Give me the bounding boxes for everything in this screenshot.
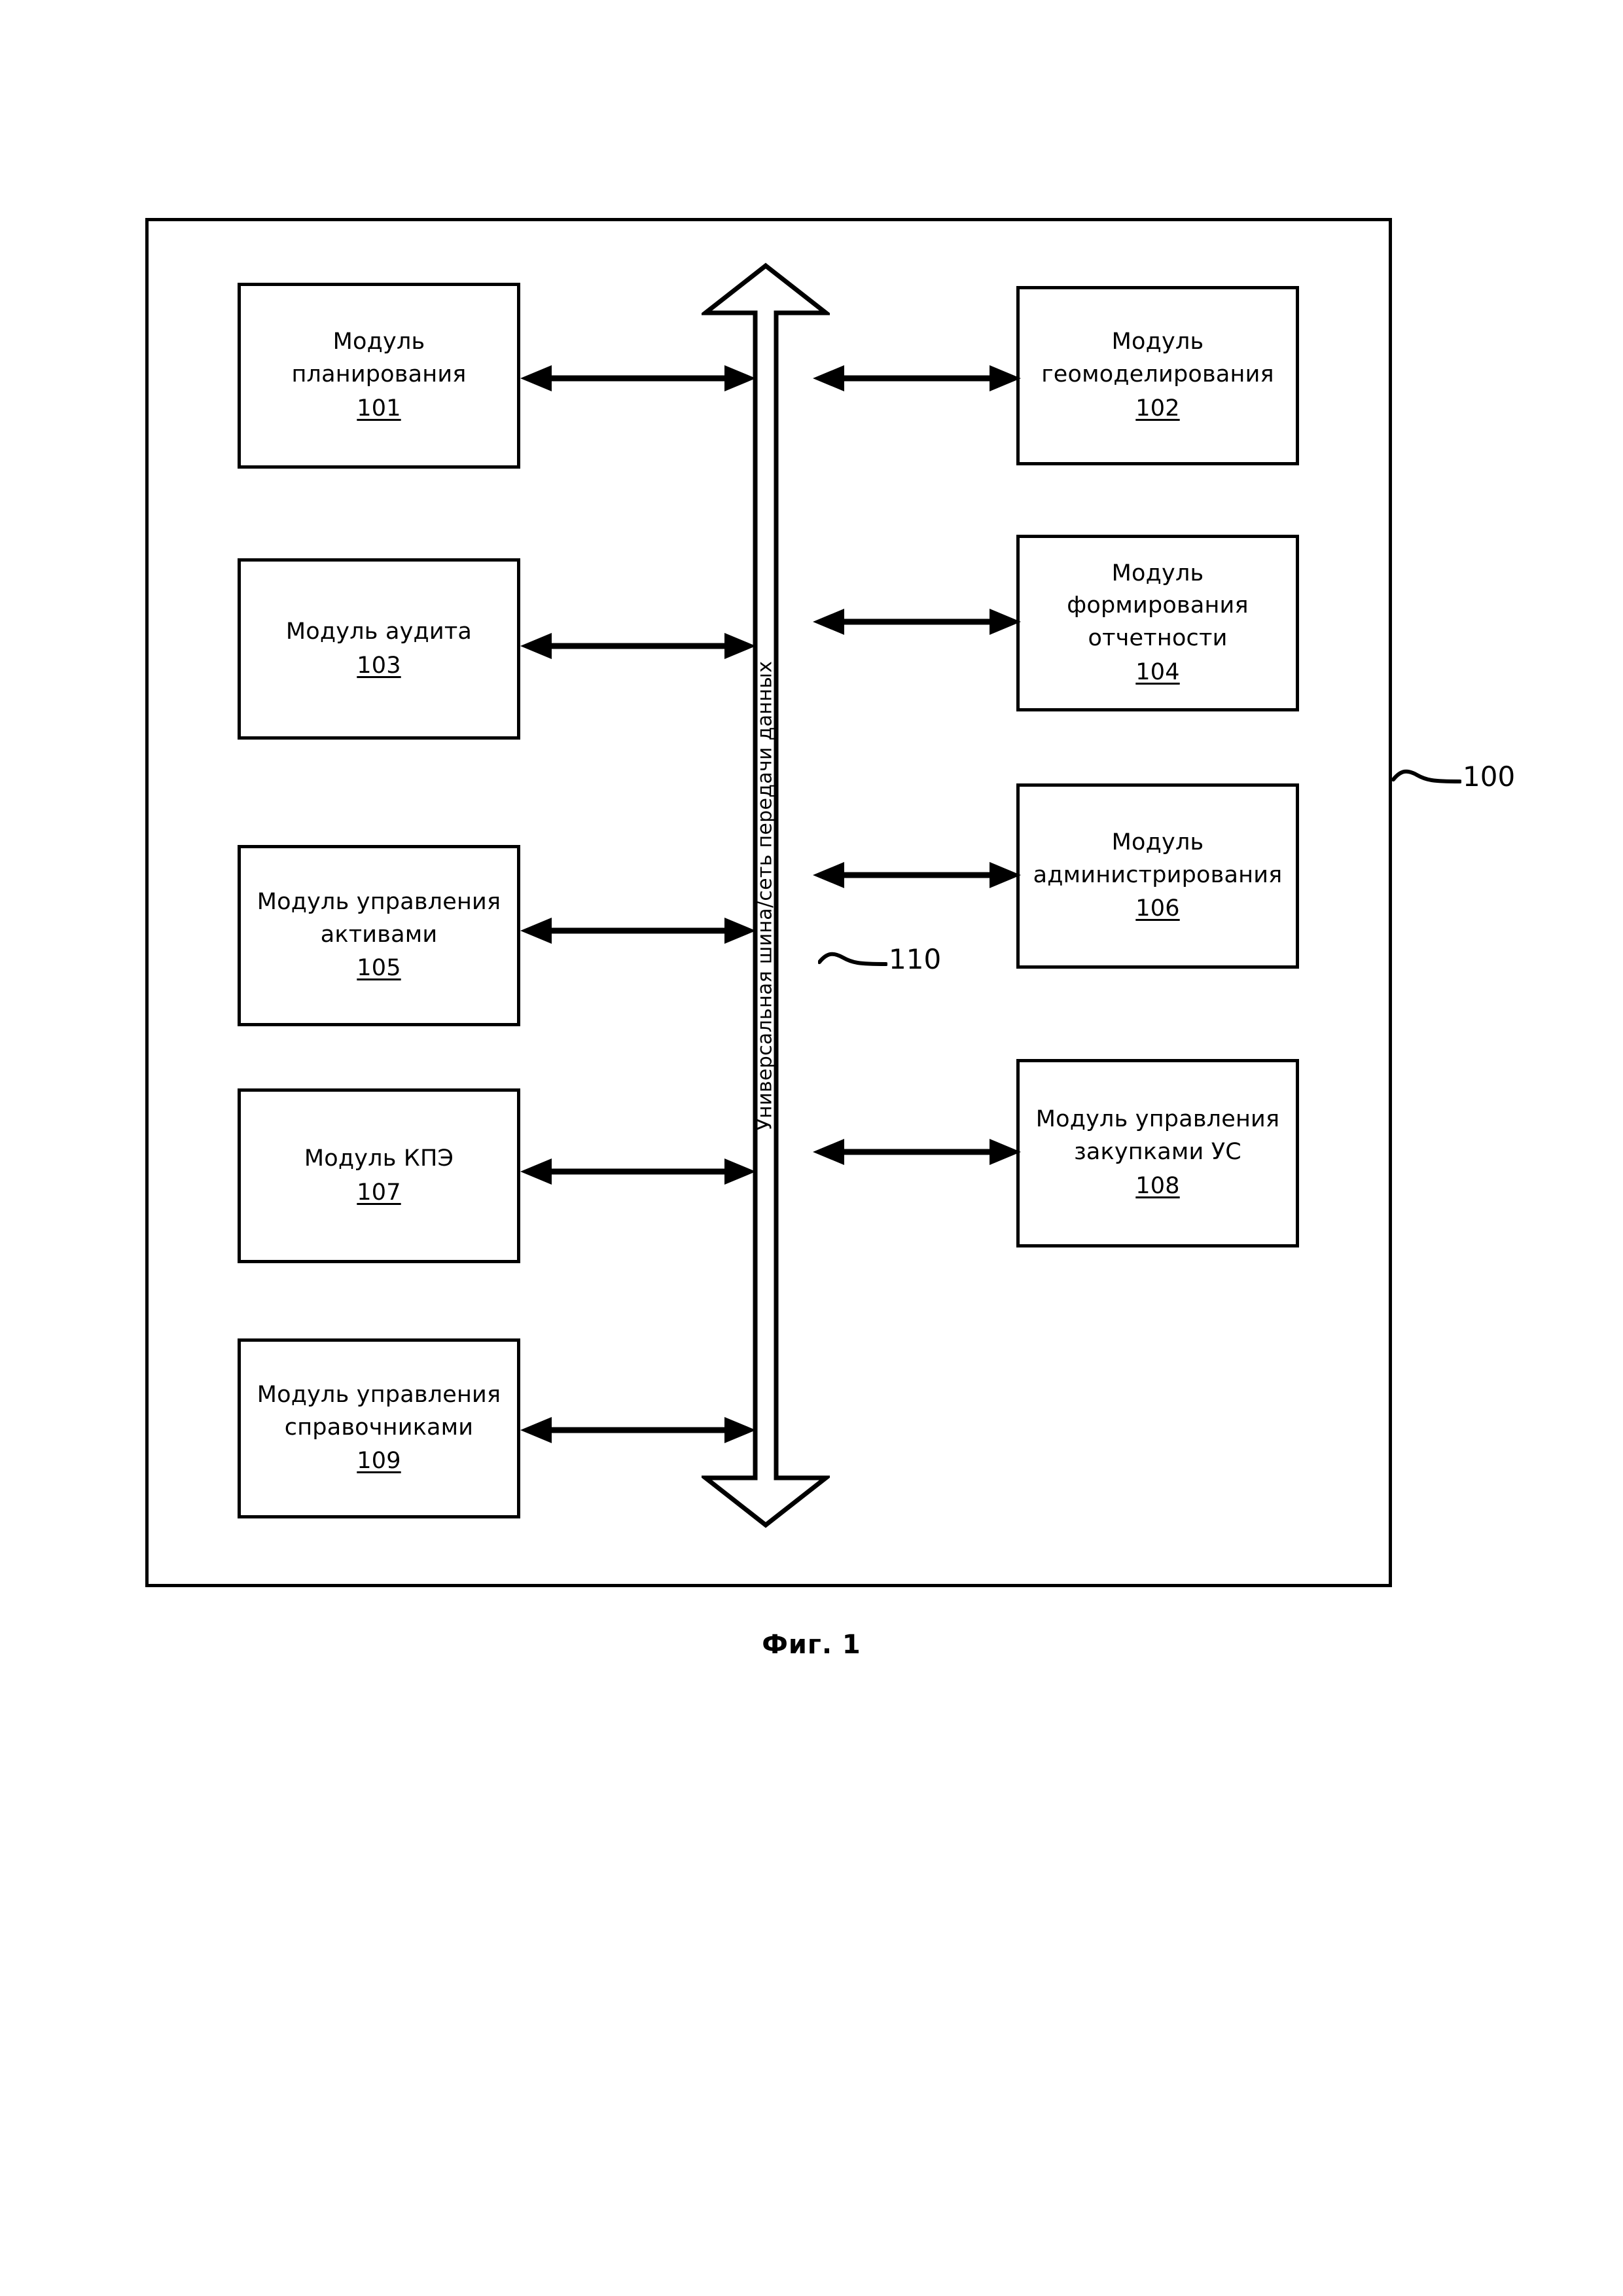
module-box-109[interactable]: Модуль управления справочниками 109 (238, 1338, 520, 1518)
module-box-106[interactable]: Модуль администрирования 106 (1016, 783, 1299, 969)
module-109-title: Модуль управления справочниками (257, 1381, 501, 1441)
module-104-ref: 104 (1135, 658, 1180, 685)
module-101-ref: 101 (357, 395, 401, 422)
reference-leader-110: 110 (818, 941, 941, 978)
module-box-107[interactable]: Модуль КПЭ 107 (238, 1088, 520, 1263)
module-107-title: Модуль КПЭ (304, 1145, 454, 1172)
module-102-title: Модуль геомоделирования (1041, 329, 1274, 388)
module-107-ref: 107 (357, 1179, 401, 1206)
module-box-104[interactable]: Модуль формирования отчетности 104 (1016, 535, 1299, 711)
module-box-108[interactable]: Модуль управления закупками УС 108 (1016, 1059, 1299, 1247)
module-101-title: Модуль планирования (291, 329, 467, 388)
module-102-ref: 102 (1135, 395, 1180, 422)
reference-number-110: 110 (889, 943, 942, 975)
module-104-title: Модуль формирования отчетности (1067, 560, 1249, 651)
module-106-ref: 106 (1135, 895, 1180, 922)
figure-caption: Фиг. 1 (762, 1630, 861, 1660)
module-box-101[interactable]: Модуль планирования 101 (238, 283, 520, 469)
module-box-102[interactable]: Модуль геомоделирования 102 (1016, 286, 1299, 465)
module-105-title: Модуль управления активами (257, 888, 501, 948)
module-109-ref: 109 (357, 1448, 401, 1475)
module-103-title: Модуль аудита (285, 618, 473, 645)
reference-leader-100: 100 (1392, 758, 1515, 796)
module-box-105[interactable]: Модуль управления активами 105 (238, 845, 520, 1026)
module-106-title: Модуль администрирования (1033, 829, 1283, 888)
reference-number-100: 100 (1463, 761, 1516, 793)
module-105-ref: 105 (357, 955, 401, 982)
module-box-103[interactable]: Модуль аудита 103 (238, 558, 520, 740)
module-108-title: Модуль управления закупками УС (1035, 1106, 1280, 1166)
data-bus-arrow (702, 260, 830, 1530)
module-103-ref: 103 (357, 652, 401, 679)
module-108-ref: 108 (1135, 1172, 1180, 1199)
